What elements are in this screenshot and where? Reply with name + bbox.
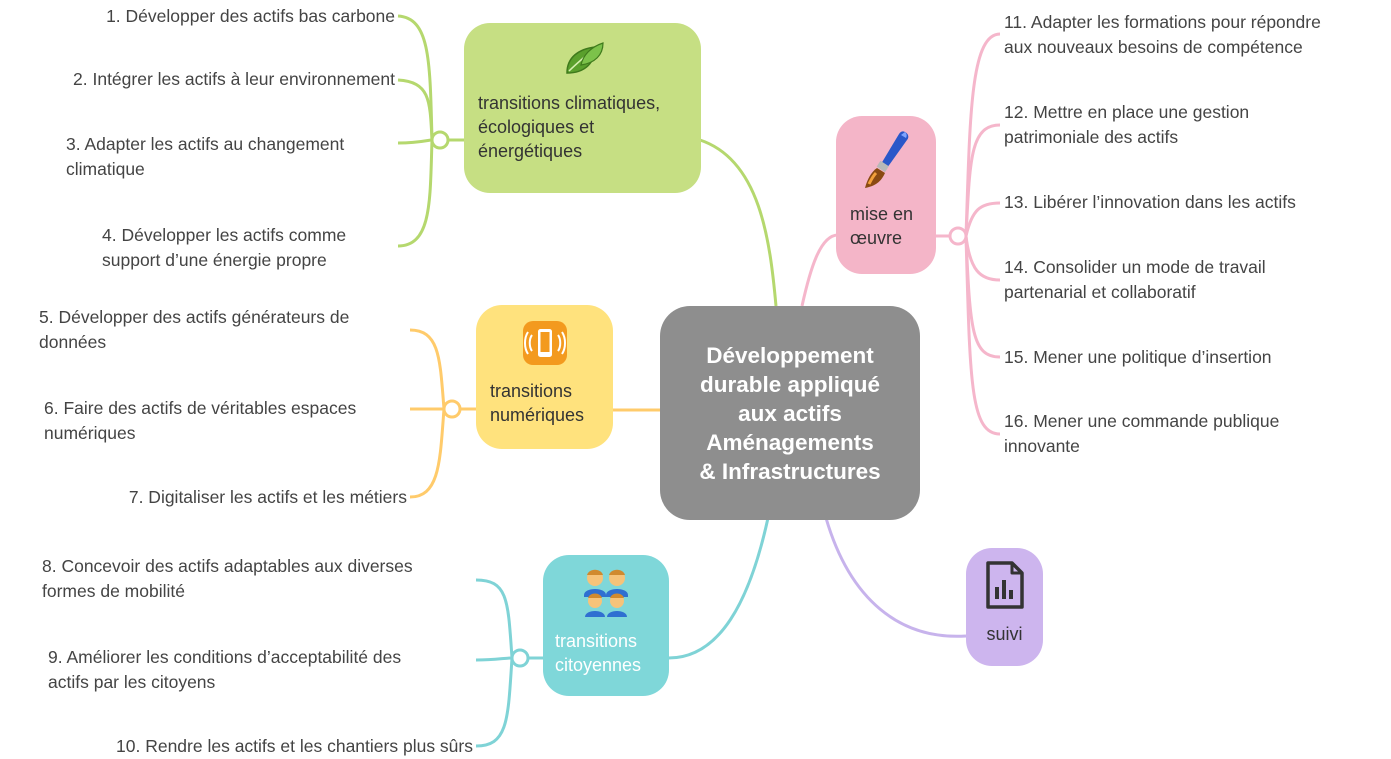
link-mise-leaf-16 (964, 235, 1001, 436)
phone-vibrate-icon (490, 319, 599, 373)
leaf-citoyen-9[interactable]: 9. Améliorer les conditions d’acceptabil… (48, 645, 401, 695)
leaf-mise-12[interactable]: 12. Mettre en place une gestion patrimon… (1004, 100, 1249, 150)
link-climat-leaf-4 (397, 139, 434, 248)
link-numerique-leaf-5 (409, 328, 446, 410)
branch-climat-label: transitions climatiques, écologiques et … (478, 93, 661, 161)
link-central-climat (699, 138, 778, 307)
central-topic-label: Développement durable appliqué aux actif… (699, 342, 881, 484)
leaf-mise-13-label: 13. Libérer l’innovation dans les actifs (1004, 192, 1296, 212)
link-climat-leaf-1 (397, 14, 434, 141)
leaf-mise-12-label: 12. Mettre en place une gestion patrimon… (1004, 102, 1250, 147)
branch-mise-en-oeuvre[interactable]: mise en œuvre (836, 116, 936, 274)
leaf-climat-1[interactable]: 1. Développer des actifs bas carbone (106, 4, 395, 29)
leaf-climat-3-label: 3. Adapter les actifs au changement clim… (66, 134, 345, 179)
leaf-climat-4-label: 4. Développer les actifs comme support d… (102, 225, 347, 270)
leaf-citoyen-10-label: 10. Rendre les actifs et les chantiers p… (116, 736, 473, 756)
leaf-mise-16-label: 16. Mener une commande publique innovant… (1004, 411, 1280, 456)
central-topic[interactable]: Développement durable appliqué aux actif… (660, 306, 920, 520)
link-central-citoyen (665, 517, 770, 660)
leaf-mise-14-label: 14. Consolider un mode de travail parten… (1004, 257, 1266, 302)
leaf-mise-16[interactable]: 16. Mener une commande publique innovant… (1004, 409, 1279, 459)
leaf-icon (478, 39, 687, 85)
leaf-numerique-5[interactable]: 5. Développer des actifs générateurs de … (39, 305, 349, 355)
link-mise-leaf-12 (964, 123, 1001, 237)
leaf-climat-2-label: 2. Intégrer les actifs à leur environnem… (73, 69, 395, 89)
branch-climat[interactable]: transitions climatiques, écologiques et … (464, 23, 701, 193)
leaf-numerique-7-label: 7. Digitaliser les actifs et les métiers (128, 487, 407, 507)
branch-citoyen-label: transitions citoyennes (555, 631, 642, 675)
link-climat-leaf-3 (397, 138, 433, 145)
link-mise-leaf-15 (964, 235, 1001, 359)
branch-citoyen[interactable]: transitions citoyennes (543, 555, 669, 696)
climat-hub (430, 130, 450, 150)
leaf-citoyen-8[interactable]: 8. Concevoir des actifs adaptables aux d… (42, 554, 413, 604)
link-citoyen-leaf-9 (475, 656, 513, 662)
numerique-hub (442, 399, 462, 419)
branch-suivi-label: suivi (986, 624, 1023, 644)
leaf-climat-1-label: 1. Développer des actifs bas carbone (106, 6, 395, 26)
link-central-mise (800, 233, 839, 307)
leaf-numerique-5-label: 5. Développer des actifs générateurs de … (39, 307, 350, 352)
leaf-mise-11[interactable]: 11. Adapter les formations pour répondre… (1004, 10, 1321, 60)
leaf-citoyen-10[interactable]: 10. Rendre les actifs et les chantiers p… (116, 734, 473, 759)
leaf-mise-15-label: 15. Mener une politique d’insertion (1004, 347, 1272, 367)
citoyen-hub (510, 648, 530, 668)
link-citoyen-leaf-8 (475, 578, 514, 659)
paintbrush-icon (850, 128, 924, 196)
branch-numerique[interactable]: transitions numériques (476, 305, 613, 449)
family-icon (555, 567, 657, 623)
branch-numerique-label: transitions numériques (490, 381, 585, 425)
leaf-mise-14[interactable]: 14. Consolider un mode de travail parten… (1004, 255, 1266, 305)
leaf-numerique-7[interactable]: 7. Digitaliser les actifs et les métiers (129, 485, 407, 510)
leaf-climat-4[interactable]: 4. Développer les actifs comme support d… (102, 223, 346, 273)
leaf-climat-3[interactable]: 3. Adapter les actifs au changement clim… (66, 132, 344, 182)
leaf-citoyen-9-label: 9. Améliorer les conditions d’acceptabil… (48, 647, 402, 692)
link-mise-leaf-14 (964, 235, 1001, 282)
leaf-numerique-6-label: 6. Faire des actifs de véritables espace… (44, 398, 357, 443)
link-citoyen-leaf-10 (475, 657, 514, 748)
link-numerique-leaf-7 (409, 408, 446, 499)
leaf-climat-2[interactable]: 2. Intégrer les actifs à leur environnem… (73, 67, 395, 92)
leaf-numerique-6[interactable]: 6. Faire des actifs de véritables espace… (44, 396, 356, 446)
leaf-citoyen-8-label: 8. Concevoir des actifs adaptables aux d… (42, 556, 413, 601)
branch-suivi[interactable]: suivi (966, 548, 1043, 666)
report-chart-icon (976, 560, 1033, 616)
link-mise-leaf-13 (964, 201, 1001, 237)
link-climat-leaf-2 (397, 78, 434, 141)
mise-hub (948, 226, 968, 246)
leaf-mise-11-label: 11. Adapter les formations pour répondre… (1004, 12, 1321, 57)
link-central-suivi (824, 517, 967, 638)
leaf-mise-13[interactable]: 13. Libérer l’innovation dans les actifs (1004, 190, 1296, 215)
leaf-mise-15[interactable]: 15. Mener une politique d’insertion (1004, 345, 1272, 370)
branch-mise-label: mise en œuvre (850, 204, 914, 248)
